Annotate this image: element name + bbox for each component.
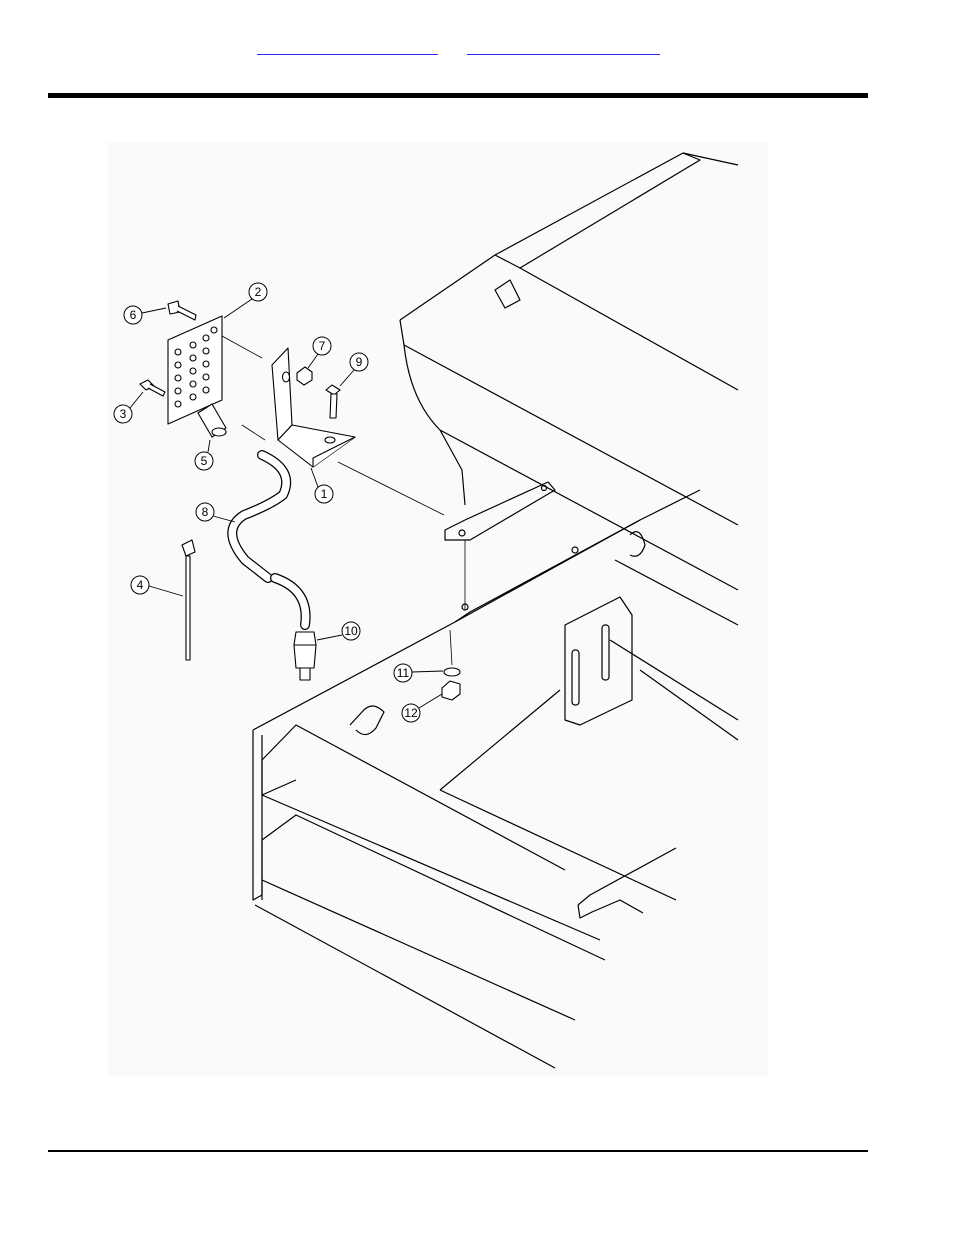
- callout-11: 11: [397, 666, 410, 680]
- callout-9: 9: [356, 355, 363, 369]
- callout-5: 5: [201, 454, 208, 468]
- drawing-area: [108, 142, 768, 1076]
- callout-10: 10: [344, 624, 358, 638]
- callout-6: 6: [130, 308, 137, 322]
- callout-2: 2: [255, 285, 262, 299]
- bottom-rule: [48, 1150, 868, 1152]
- callout-1: 1: [321, 487, 328, 501]
- callout-12: 12: [404, 706, 418, 720]
- callout-3: 3: [120, 407, 127, 421]
- callout-8: 8: [202, 505, 209, 519]
- callout-4: 4: [137, 578, 144, 592]
- callout-7: 7: [319, 339, 326, 353]
